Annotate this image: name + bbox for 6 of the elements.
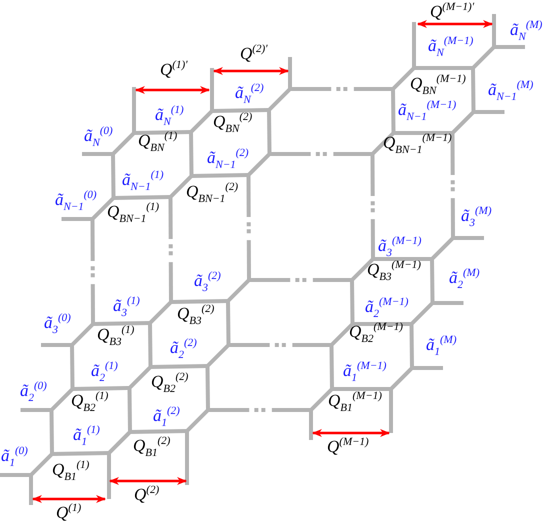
math-label: Q$^{(1)′}$: [160, 60, 188, 78]
math-label: Q$^{(M−1)′}$: [430, 2, 474, 20]
math-label: Q$^{(2)}$: [134, 485, 160, 503]
math-label: Q$^{(M−1)}$: [327, 437, 369, 455]
math-label: Q$^{(1)}$: [56, 503, 82, 521]
math-label: Q$^{(2)′}$: [240, 44, 268, 62]
